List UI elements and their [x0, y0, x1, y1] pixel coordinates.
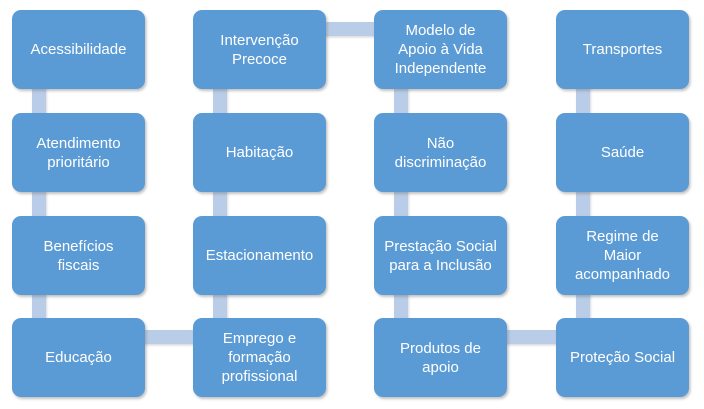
box-intervencao-precoce: Intervenção Precoce: [193, 10, 326, 89]
box-label: Proteção Social: [569, 349, 676, 366]
connector-vertical: [576, 87, 590, 115]
box-regime-maior-acompanhado: Regime de Maior acompanhado: [556, 216, 689, 295]
connector-vertical: [576, 190, 590, 218]
connector-vertical: [213, 87, 227, 115]
box-habitacao: Habitação: [193, 113, 326, 192]
box-saude: Saúde: [556, 113, 689, 192]
box-label: Prestação Social para a Inclusão: [384, 237, 497, 274]
box-label: Educação: [45, 349, 112, 366]
box-emprego-formacao-profissional: Emprego e formação profissional: [193, 318, 326, 397]
box-educacao: Educação: [12, 318, 145, 397]
box-label: Transportes: [582, 41, 663, 58]
box-label: Habitação: [225, 144, 294, 161]
box-label: Estacionamento: [205, 247, 314, 264]
connector-vertical: [32, 190, 46, 218]
box-label: Modelo de Apoio à Vida Independente: [394, 22, 487, 77]
box-prestacao-social-inclusao: Prestação Social para a Inclusão: [374, 216, 507, 295]
box-beneficios-fiscais: Benefícios fiscais: [12, 216, 145, 295]
box-nao-discriminacao: Não discriminação: [374, 113, 507, 192]
box-produtos-de-apoio: Produtos de apoio: [374, 318, 507, 397]
connector-vertical: [394, 87, 408, 115]
box-label: Produtos de apoio: [400, 339, 481, 376]
box-label: Regime de Maior acompanhado: [574, 228, 671, 283]
connector-horizontal: [323, 22, 377, 36]
box-label: Não discriminação: [394, 134, 487, 171]
box-modelo-apoio-vida-independente: Modelo de Apoio à Vida Independente: [374, 10, 507, 89]
box-label: Emprego e formação profissional: [221, 330, 298, 385]
connector-horizontal: [142, 330, 196, 344]
box-atendimento-prioritario: Atendimento prioritário: [12, 113, 145, 192]
connector-vertical: [213, 293, 227, 320]
connector-vertical: [394, 190, 408, 218]
connector-vertical: [32, 293, 46, 320]
connector-horizontal: [504, 330, 558, 344]
box-label: Benefícios fiscais: [43, 237, 114, 274]
box-acessibilidade: Acessibilidade: [12, 10, 145, 89]
box-protecao-social: Proteção Social: [556, 318, 689, 397]
connector-vertical: [32, 87, 46, 115]
connector-vertical: [394, 293, 408, 320]
box-label: Acessibilidade: [30, 41, 127, 58]
connector-vertical: [213, 190, 227, 218]
connector-vertical: [576, 293, 590, 320]
box-label: Saúde: [600, 144, 645, 161]
box-estacionamento: Estacionamento: [193, 216, 326, 295]
box-transportes: Transportes: [556, 10, 689, 89]
box-label: Atendimento prioritário: [36, 134, 121, 171]
box-label: Intervenção Precoce: [220, 31, 299, 68]
